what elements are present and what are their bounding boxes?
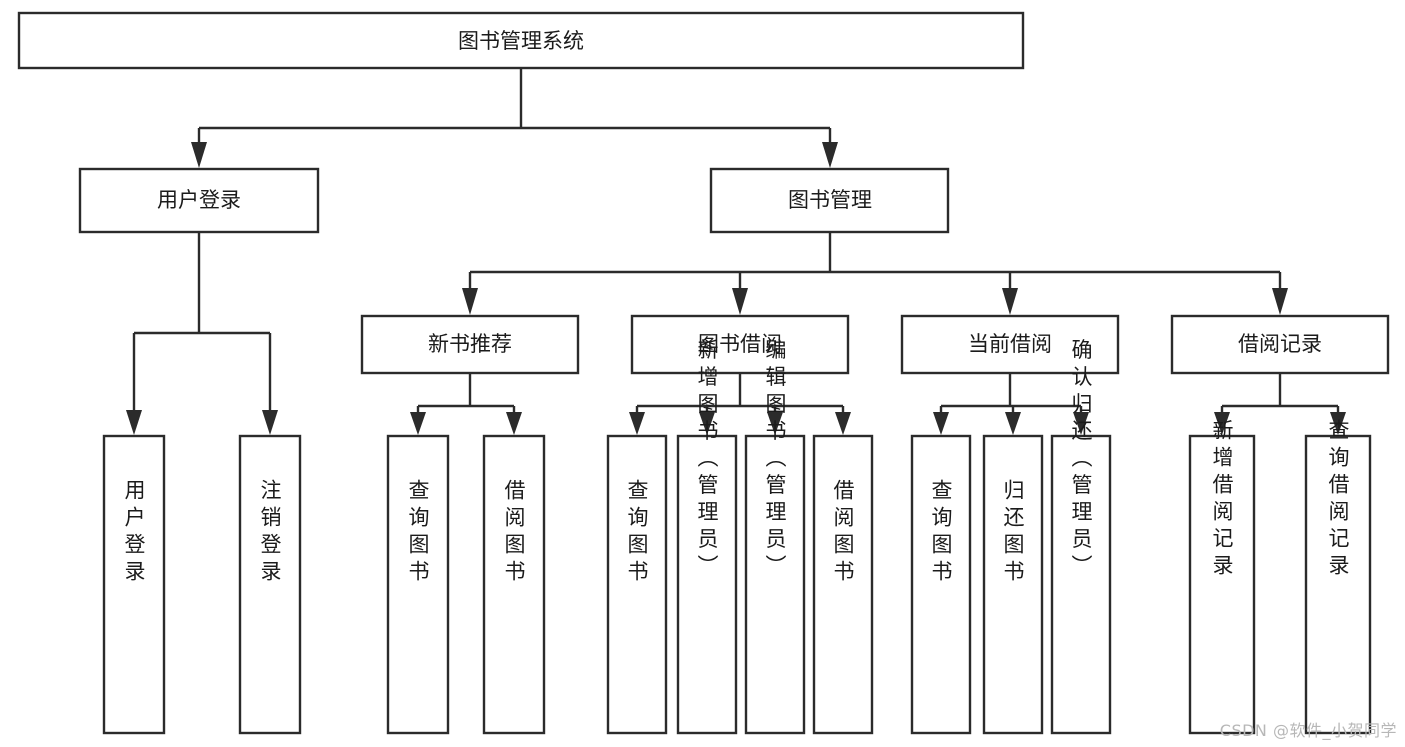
leaf-query-book-current-label: 查询图书 xyxy=(929,479,953,587)
leaf-add-borrow-record[interactable]: 新增借阅记录 xyxy=(1188,419,1256,735)
leaf-user-login-box[interactable] xyxy=(102,434,166,735)
leaf-query-book-borrow-box[interactable] xyxy=(606,434,668,735)
leaf-query-book-new[interactable]: 查询图书 xyxy=(386,434,450,735)
node-root-box[interactable] xyxy=(17,11,1025,70)
node-user-login[interactable]: 用户登录 xyxy=(78,167,320,234)
arrow-to-new-book-rec xyxy=(462,288,478,315)
leaf-query-book-new-box[interactable] xyxy=(386,434,450,735)
node-book-borrow-box[interactable] xyxy=(630,314,850,375)
leaf-edit-book-admin[interactable]: 编辑图书（管理员） xyxy=(744,339,806,735)
leaf-query-book-current-box[interactable] xyxy=(910,434,972,735)
node-book-borrow[interactable]: 图书借阅 xyxy=(630,314,850,375)
leaf-borrow-book-new-box[interactable] xyxy=(482,434,546,735)
leaf-confirm-return-admin[interactable]: 确认归还（管理员） xyxy=(1050,339,1112,735)
leaf-query-borrow-record-box[interactable] xyxy=(1304,434,1372,735)
arrow-to-borrow-record xyxy=(1272,288,1288,315)
leaf-logout-box[interactable] xyxy=(238,434,302,735)
arrow-new-book-leaf-1 xyxy=(410,412,426,435)
arrow-current-borrow-leaf-1 xyxy=(933,412,949,435)
leaf-edit-book-admin-label: 编辑图书（管理员） xyxy=(763,339,787,582)
leaf-return-book[interactable]: 归还图书 xyxy=(982,434,1044,735)
arrow-new-book-leaf-2 xyxy=(506,412,522,435)
leaf-confirm-return-admin-label: 确认归还（管理员） xyxy=(1069,339,1093,582)
arrow-book-borrow-leaf-2 xyxy=(699,412,715,435)
leaf-user-login[interactable]: 用户登录 xyxy=(102,434,166,735)
arrow-borrow-record-leaf-1 xyxy=(1214,412,1230,435)
leaf-user-login-label: 用户登录 xyxy=(122,479,146,587)
arrow-root-to-book-mgmt xyxy=(822,142,838,168)
arrow-root-to-user-login xyxy=(191,142,207,168)
node-new-book-recommend-label: 新书推荐 xyxy=(428,332,512,356)
arrow-current-borrow-leaf-3 xyxy=(1073,412,1089,435)
arrow-current-borrow-leaf-2 xyxy=(1005,412,1021,435)
leaf-query-borrow-record-label: 查询借阅记录 xyxy=(1326,419,1350,581)
leaf-add-book-admin-box[interactable] xyxy=(676,434,738,735)
node-root[interactable]: 图书管理系统 xyxy=(17,11,1025,70)
arrow-to-book-borrow xyxy=(732,288,748,315)
leaf-borrow-book-new-label: 借阅图书 xyxy=(502,479,526,587)
node-user-login-box[interactable] xyxy=(78,167,320,234)
arrow-to-current-borrow xyxy=(1002,288,1018,315)
leaf-edit-book-admin-box[interactable] xyxy=(744,434,806,735)
node-new-book-recommend[interactable]: 新书推荐 xyxy=(360,314,580,375)
arrow-to-leaf-logout xyxy=(262,410,278,435)
leaf-logout-label: 注销登录 xyxy=(258,479,282,587)
arrow-to-leaf-user-login xyxy=(126,410,142,435)
leaf-borrow-book-box[interactable] xyxy=(812,434,874,735)
leaf-query-book-borrow[interactable]: 查询图书 xyxy=(606,434,668,735)
connector-layer xyxy=(126,68,1346,435)
leaf-borrow-book[interactable]: 借阅图书 xyxy=(812,434,874,735)
node-book-management-box[interactable] xyxy=(709,167,950,234)
csdn-watermark: CSDN @软件_小贺同学 xyxy=(1219,721,1397,740)
node-borrow-record-box[interactable] xyxy=(1170,314,1390,375)
leaf-add-borrow-record-box[interactable] xyxy=(1188,434,1256,735)
node-borrow-record-label: 借阅记录 xyxy=(1238,332,1322,356)
leaf-query-book-current[interactable]: 查询图书 xyxy=(910,434,972,735)
leaf-logout[interactable]: 注销登录 xyxy=(238,434,302,735)
leaf-add-borrow-record-label: 新增借阅记录 xyxy=(1210,419,1234,581)
leaf-add-book-admin-label: 新增图书（管理员） xyxy=(695,339,719,582)
leaf-borrow-book-new[interactable]: 借阅图书 xyxy=(482,434,546,735)
node-current-borrow-box[interactable] xyxy=(900,314,1120,375)
node-book-management[interactable]: 图书管理 xyxy=(709,167,950,234)
node-root-label: 图书管理系统 xyxy=(458,29,584,53)
node-current-borrow[interactable]: 当前借阅 xyxy=(900,314,1120,375)
leaf-borrow-book-label: 借阅图书 xyxy=(831,479,855,587)
arrow-book-borrow-leaf-4 xyxy=(835,412,851,435)
leaf-query-book-new-label: 查询图书 xyxy=(406,479,430,587)
leaf-query-borrow-record[interactable]: 查询借阅记录 xyxy=(1304,419,1372,735)
node-book-management-label: 图书管理 xyxy=(788,188,872,212)
arrow-book-borrow-leaf-1 xyxy=(629,412,645,435)
leaf-add-book-admin[interactable]: 新增图书（管理员） xyxy=(676,339,738,735)
node-borrow-record[interactable]: 借阅记录 xyxy=(1170,314,1390,375)
leaf-confirm-return-admin-box[interactable] xyxy=(1050,434,1112,735)
node-current-borrow-label: 当前借阅 xyxy=(968,332,1052,356)
leaf-return-book-label: 归还图书 xyxy=(1001,479,1025,587)
leaf-return-book-box[interactable] xyxy=(982,434,1044,735)
arrow-book-borrow-leaf-3 xyxy=(767,412,783,435)
node-user-login-label: 用户登录 xyxy=(157,188,241,212)
node-book-borrow-label: 图书借阅 xyxy=(698,332,782,356)
node-new-book-recommend-box[interactable] xyxy=(360,314,580,375)
leaf-query-book-borrow-label: 查询图书 xyxy=(625,479,649,587)
arrow-borrow-record-leaf-2 xyxy=(1330,412,1346,435)
